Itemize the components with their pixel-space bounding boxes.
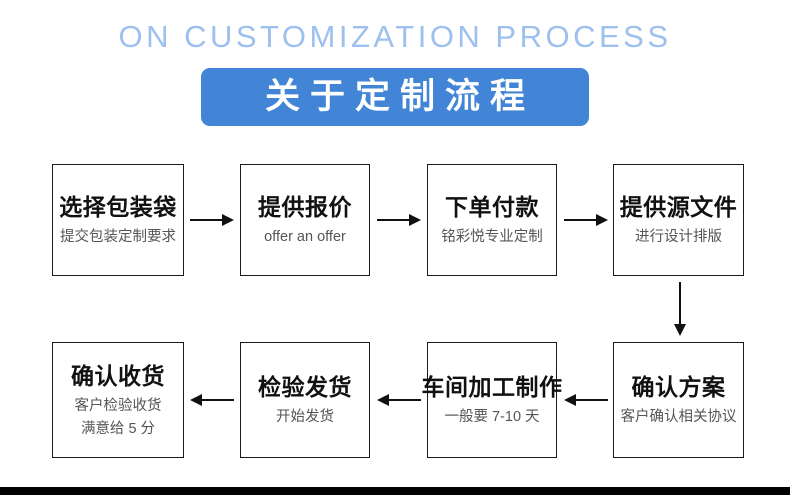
flow-step-box-8: 确认收货 客户检验收货 满意给 5 分 (52, 342, 184, 458)
flow-step-title: 下单付款 (445, 194, 539, 220)
arrow-head-left-icon (564, 394, 576, 406)
connector-arrow-left-1 (564, 390, 608, 410)
chinese-heading: 关于定制流程 (264, 77, 535, 116)
flow-step-box-2: 提供报价 offer an offer (240, 164, 370, 276)
flow-step-box-6: 车间加工制作 一般要 7-10 天 (422, 342, 562, 458)
flow-step-subtitle: offer an offer (264, 229, 346, 245)
connector-arrow-left-2 (377, 390, 421, 410)
flow-step-subtitle: 一般要 7-10 天 (444, 409, 540, 425)
flow-step-title: 确认方案 (631, 374, 726, 400)
arrow-head-right-icon (409, 214, 421, 226)
flow-step-subtitle-2: 满意给 5 分 (80, 420, 156, 437)
flow-step-subtitle: 客户检验收货 (74, 397, 162, 414)
flow-step-title: 选择包装袋 (59, 194, 177, 220)
flow-step-subtitle: 开始发货 (276, 409, 334, 425)
arrow-shaft (678, 282, 682, 325)
chinese-title-banner: 关于定制流程 (201, 68, 589, 126)
arrow-shaft (564, 218, 597, 222)
bottom-black-bar (0, 487, 790, 495)
flow-step-title: 检验发货 (258, 374, 352, 400)
arrow-head-left-icon (190, 394, 202, 406)
connector-arrow-down (672, 282, 688, 336)
english-heading: ON CUSTOMIZATION PROCESS (118, 19, 672, 54)
connector-arrow-right-3 (564, 210, 608, 230)
arrow-head-right-icon (222, 214, 234, 226)
flow-step-title: 提供源文件 (619, 194, 738, 220)
connector-arrow-right-1 (190, 210, 234, 230)
arrow-shaft (190, 218, 223, 222)
flow-step-subtitle: 客户确认相关协议 (620, 409, 737, 425)
flow-step-title: 提供报价 (258, 194, 352, 220)
flow-step-subtitle: 进行设计排版 (635, 229, 722, 245)
arrow-head-left-icon (377, 394, 389, 406)
connector-arrow-left-3 (190, 390, 234, 410)
flow-step-subtitle: 铭彩悦专业定制 (441, 229, 543, 245)
arrow-head-right-icon (596, 214, 608, 226)
arrow-shaft (388, 398, 421, 402)
flow-step-box-3: 下单付款 铭彩悦专业定制 (427, 164, 557, 276)
arrow-shaft (201, 398, 234, 402)
flow-step-box-7: 检验发货 开始发货 (240, 342, 370, 458)
connector-arrow-right-2 (377, 210, 421, 230)
flow-step-box-5: 确认方案 客户确认相关协议 (613, 342, 744, 458)
arrow-shaft (575, 398, 608, 402)
flow-step-subtitle: 提交包装定制要求 (60, 229, 176, 245)
flow-step-box-4: 提供源文件 进行设计排版 (613, 164, 744, 276)
flow-step-title: 车间加工制作 (421, 374, 563, 400)
arrow-shaft (377, 218, 410, 222)
flow-step-title: 确认收货 (71, 362, 165, 389)
flow-step-box-1: 选择包装袋 提交包装定制要求 (52, 164, 184, 276)
arrow-head-down-icon (674, 324, 686, 336)
